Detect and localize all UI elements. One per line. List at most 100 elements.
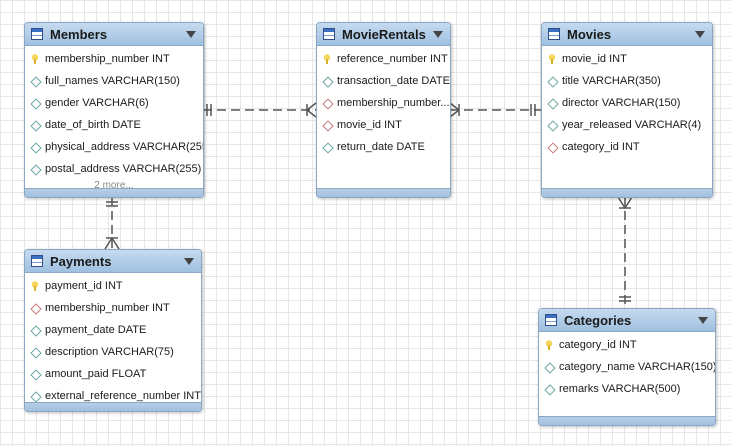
relationship-categories-movies[interactable] <box>617 196 633 308</box>
column-diamond-icon <box>30 120 40 130</box>
column-row[interactable]: description VARCHAR(75) <box>25 341 201 363</box>
foreign-key-diamond-icon <box>547 142 557 152</box>
column-label: category_id INT <box>559 339 637 351</box>
collapse-arrow-icon[interactable] <box>433 31 443 38</box>
table-header[interactable]: Members <box>25 23 203 46</box>
more-columns-label[interactable]: 2 more... <box>94 180 134 191</box>
column-label: transaction_date DATE <box>337 75 450 87</box>
column-row[interactable]: transaction_date DATE <box>317 70 450 92</box>
relationship-movies-movierentals[interactable] <box>449 102 541 118</box>
table-members[interactable]: Members membership_number INT full_names… <box>24 22 204 198</box>
column-diamond-icon <box>30 98 40 108</box>
column-row[interactable]: year_released VARCHAR(4) <box>542 114 712 136</box>
column-diamond-icon <box>30 369 40 379</box>
collapse-arrow-icon[interactable] <box>186 31 196 38</box>
column-label: return_date DATE <box>337 141 425 153</box>
table-header[interactable]: Payments <box>25 250 201 273</box>
column-diamond-icon <box>30 164 40 174</box>
column-row[interactable]: full_names VARCHAR(150) <box>25 70 203 92</box>
column-row[interactable]: category_id INT <box>542 136 712 158</box>
column-label: description VARCHAR(75) <box>45 346 174 358</box>
primary-key-icon <box>322 54 332 64</box>
column-label: category_name VARCHAR(150) <box>559 361 715 373</box>
column-label: membership_number... <box>337 97 450 109</box>
column-row[interactable]: payment_id INT <box>25 275 201 297</box>
column-label: postal_address VARCHAR(255) <box>45 163 202 175</box>
table-categories[interactable]: Categories category_id INT category_name… <box>538 308 716 426</box>
column-label: membership_number INT <box>45 53 170 65</box>
column-diamond-icon <box>30 391 40 401</box>
column-row[interactable]: reference_number INT <box>317 48 450 70</box>
table-title: Movies <box>567 26 612 42</box>
column-label: title VARCHAR(350) <box>562 75 661 87</box>
column-row[interactable]: movie_id INT <box>317 114 450 136</box>
column-row[interactable]: physical_address VARCHAR(255) <box>25 136 203 158</box>
column-row[interactable]: title VARCHAR(350) <box>542 70 712 92</box>
column-diamond-icon <box>322 142 332 152</box>
collapse-arrow-icon[interactable] <box>184 258 194 265</box>
column-row[interactable]: category_name VARCHAR(150) <box>539 356 715 378</box>
primary-key-icon <box>30 54 40 64</box>
column-label: full_names VARCHAR(150) <box>45 75 180 87</box>
table-footer <box>25 188 203 197</box>
column-diamond-icon <box>322 76 332 86</box>
column-label: membership_number INT <box>45 302 170 314</box>
table-payments[interactable]: Payments payment_id INT membership_numbe… <box>24 249 202 412</box>
column-diamond-icon <box>547 120 557 130</box>
column-label: movie_id INT <box>337 119 402 131</box>
table-movies[interactable]: Movies movie_id INT title VARCHAR(350) d… <box>541 22 713 198</box>
column-label: reference_number INT <box>337 53 448 65</box>
table-icon <box>31 28 43 40</box>
column-label: payment_date DATE <box>45 324 147 336</box>
relationship-members-movierentals[interactable] <box>203 102 317 118</box>
table-icon <box>545 314 557 326</box>
column-label: amount_paid FLOAT <box>45 368 147 380</box>
column-row[interactable]: payment_date DATE <box>25 319 201 341</box>
table-movierentals[interactable]: MovieRentals reference_number INT transa… <box>316 22 451 198</box>
column-row[interactable]: amount_paid FLOAT <box>25 363 201 385</box>
table-footer <box>542 188 712 197</box>
foreign-key-diamond-icon <box>322 120 332 130</box>
column-row[interactable]: membership_number INT <box>25 297 201 319</box>
column-diamond-icon <box>30 142 40 152</box>
column-diamond-icon <box>547 98 557 108</box>
column-diamond-icon <box>547 76 557 86</box>
column-row[interactable]: return_date DATE <box>317 136 450 158</box>
column-diamond-icon <box>30 347 40 357</box>
column-row[interactable]: remarks VARCHAR(500) <box>539 378 715 400</box>
table-header[interactable]: Movies <box>542 23 712 46</box>
collapse-arrow-icon[interactable] <box>698 317 708 324</box>
column-row[interactable]: director VARCHAR(150) <box>542 92 712 114</box>
column-label: director VARCHAR(150) <box>562 97 681 109</box>
column-diamond-icon <box>544 384 554 394</box>
table-header[interactable]: Categories <box>539 309 715 332</box>
column-row[interactable]: date_of_birth DATE <box>25 114 203 136</box>
table-title: Members <box>50 26 108 42</box>
table-footer <box>539 416 715 425</box>
column-label: payment_id INT <box>45 280 123 292</box>
column-row[interactable]: membership_number INT <box>25 48 203 70</box>
column-row[interactable]: gender VARCHAR(6) <box>25 92 203 114</box>
column-label: category_id INT <box>562 141 640 153</box>
column-label: physical_address VARCHAR(255) <box>45 141 203 153</box>
table-icon <box>31 255 43 267</box>
column-label: year_released VARCHAR(4) <box>562 119 702 131</box>
column-row[interactable]: movie_id INT <box>542 48 712 70</box>
column-row[interactable]: postal_address VARCHAR(255) <box>25 158 203 180</box>
primary-key-icon <box>544 340 554 350</box>
column-row[interactable]: membership_number... <box>317 92 450 114</box>
primary-key-icon <box>547 54 557 64</box>
primary-key-icon <box>30 281 40 291</box>
column-row[interactable]: category_id INT <box>539 334 715 356</box>
table-title: Categories <box>564 312 632 328</box>
collapse-arrow-icon[interactable] <box>695 31 705 38</box>
column-label: date_of_birth DATE <box>45 119 141 131</box>
foreign-key-diamond-icon <box>30 303 40 313</box>
column-label: gender VARCHAR(6) <box>45 97 149 109</box>
column-row[interactable]: external_reference_number INT <box>25 385 201 407</box>
table-footer <box>25 402 201 411</box>
relationship-members-payments[interactable] <box>104 197 120 250</box>
table-header[interactable]: MovieRentals <box>317 23 450 46</box>
